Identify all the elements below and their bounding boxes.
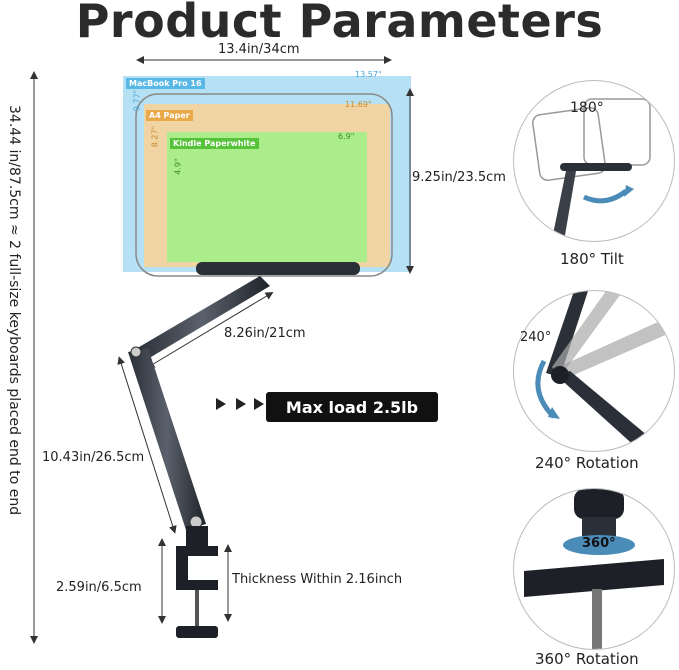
macbook-label: MacBook Pro 16 [126, 78, 205, 89]
a4-height: 8.27" [150, 125, 160, 148]
rotation-360-caption: 360° Rotation [535, 650, 639, 668]
kindle-height: 4.9" [173, 158, 183, 175]
kindle-label: Kindle Paperwhite [170, 138, 259, 149]
macbook-width: 13.57" [355, 70, 382, 79]
total-height-label: 34.44 in/87.5cm ≈ 2 full-size keyboards … [6, 105, 22, 516]
tilt-feature [513, 80, 675, 242]
lower-arm [128, 348, 206, 530]
lower-arm-arrow [117, 356, 177, 534]
lower-arm-label: 10.43in/26.5cm [42, 450, 145, 465]
kindle-outline [167, 132, 367, 262]
clamp-joint [186, 526, 208, 546]
thickness-label: Thickness Within 2.16inch [232, 572, 403, 587]
tablet-panel [135, 93, 393, 277]
kindle-width: 6.9" [338, 132, 355, 141]
rotation-360-badge: 360° [582, 536, 616, 551]
c-clamp [176, 546, 218, 590]
device-holder [196, 262, 360, 275]
rotation-360-feature [513, 488, 675, 650]
tilt-badge: 180° [570, 100, 604, 116]
a4-label: A4 Paper [146, 110, 193, 121]
max-load-badge: Max load 2.5lb [266, 392, 438, 422]
clamp-height-label: 2.59in/6.5cm [56, 580, 142, 595]
upper-arm-arrow [146, 291, 274, 369]
tilt-caption: 180° Tilt [560, 250, 624, 268]
height-label: 9.25in/23.5cm [412, 170, 506, 185]
width-label: 13.4in/34cm [218, 42, 300, 57]
macbook-height: 9.77" [132, 89, 142, 112]
rotation-240-badge: 240° [520, 330, 552, 345]
upper-arm-label: 8.26in/21cm [224, 326, 306, 341]
page-title: Product Parameters [75, 0, 604, 48]
rotation-240-feature [513, 290, 675, 452]
rotation-240-caption: 240° Rotation [535, 454, 639, 472]
upper-arm [134, 276, 270, 360]
a4-width: 11.69" [345, 100, 372, 109]
